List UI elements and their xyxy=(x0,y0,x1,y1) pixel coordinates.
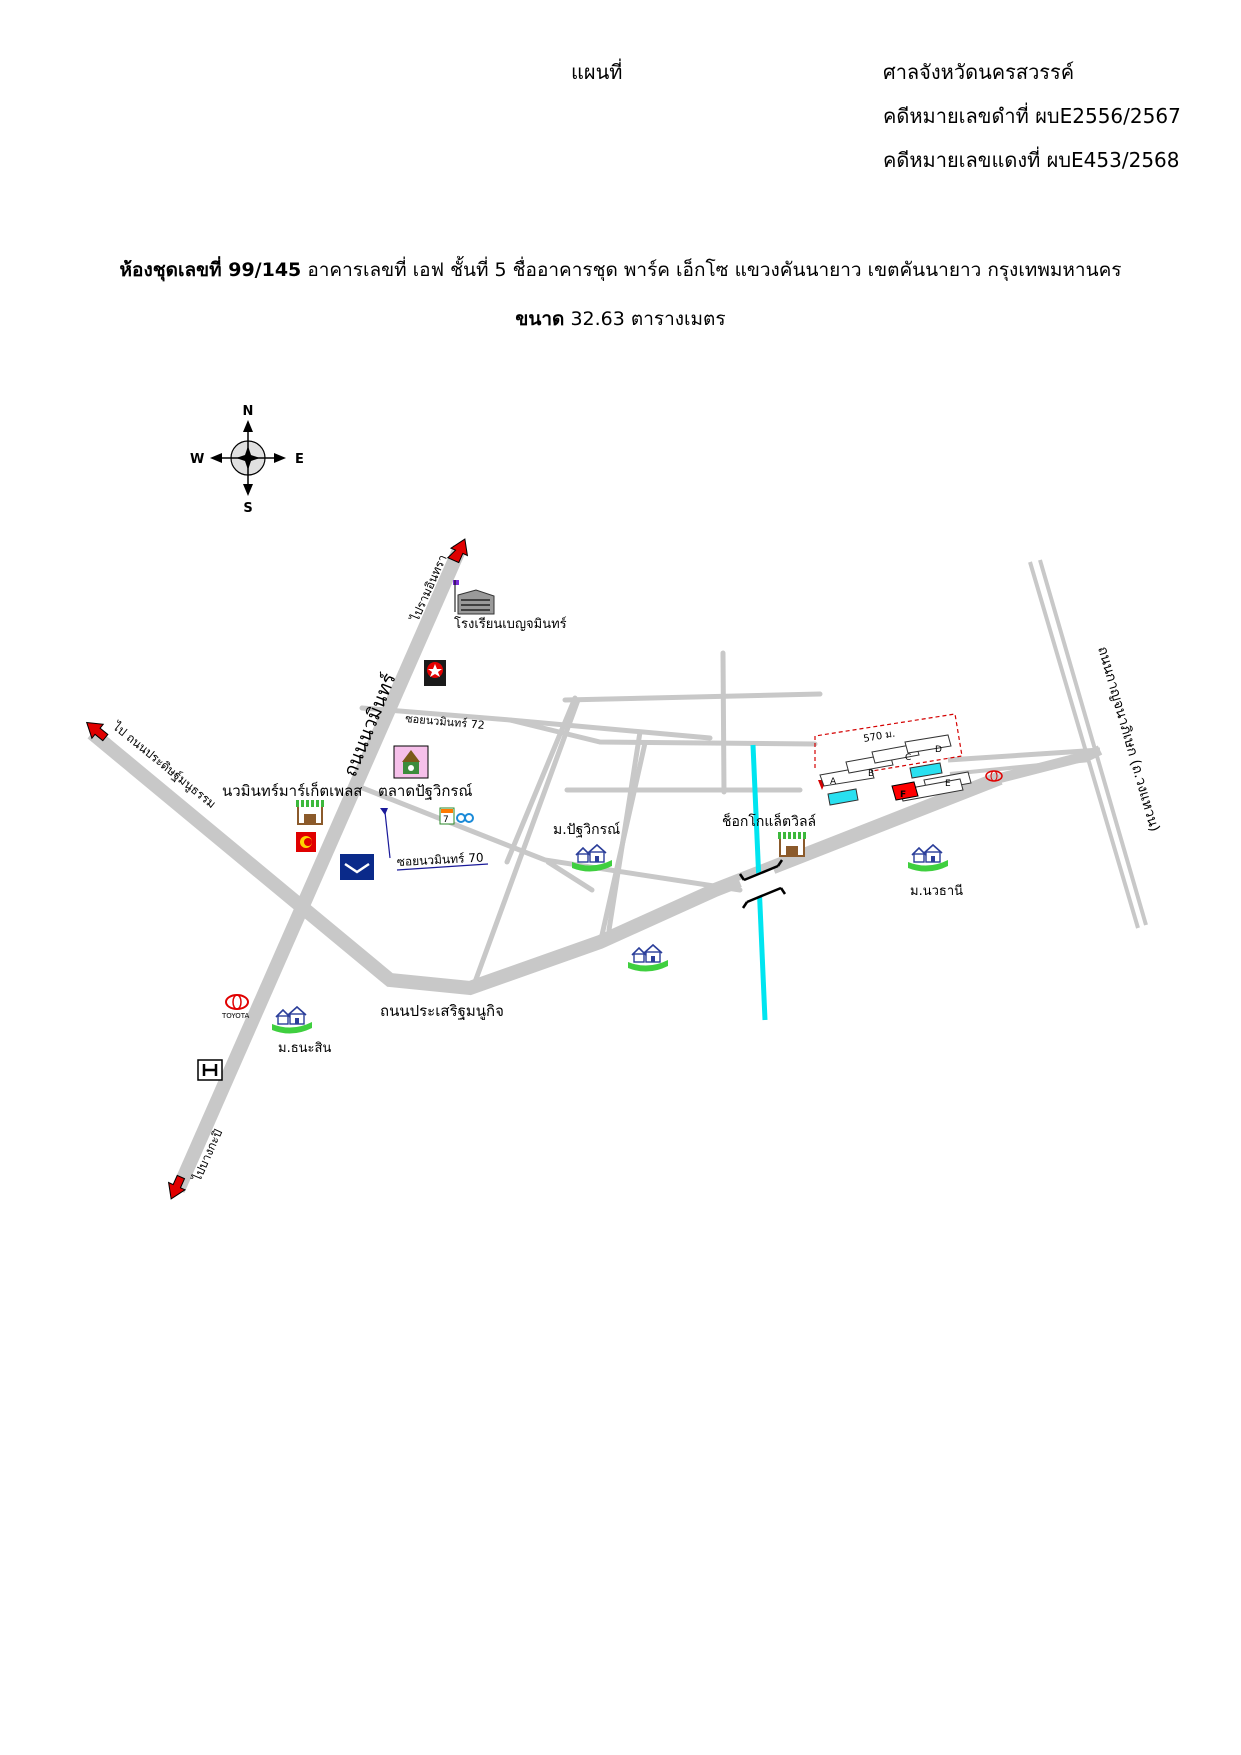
road-west-vertical xyxy=(472,697,581,985)
village-pathavi-icon xyxy=(571,844,613,873)
car-dealer-icon xyxy=(340,854,374,880)
village-nawathani-label: ม.นวธานี xyxy=(910,883,963,899)
red-case-number: คดีหมายเลขแดงที่ ผบE453/2568 xyxy=(883,148,1180,172)
svg-text:7: 7 xyxy=(443,815,449,825)
court-name: ศาลจังหวัดนครสวรรค์ xyxy=(883,60,1075,84)
unit-number: ห้องชุดเลขที่ 99/145 xyxy=(119,259,302,281)
arrow-west-icon xyxy=(85,721,109,742)
compass-n: N xyxy=(243,404,254,419)
unit-size: ขนาด 32.63 ตารางเมตร xyxy=(0,304,1241,334)
building-label-e: E xyxy=(945,779,951,789)
road-vertical-1 xyxy=(504,695,578,865)
soi-70-label: ซอยนวมินทร์ 70 xyxy=(396,850,484,869)
pool-1 xyxy=(827,788,859,806)
village-pathavi-label: ม.ปัฐวิกรณ์ xyxy=(553,821,620,838)
compass-w: W xyxy=(190,452,204,467)
village-dhanasin-icon xyxy=(271,1006,313,1035)
road-upper-east xyxy=(507,717,818,747)
arrow-south-icon xyxy=(167,1174,187,1200)
target-building-f xyxy=(891,781,919,801)
market-icon xyxy=(393,745,429,779)
building-d xyxy=(904,734,952,754)
toyota-east-icon xyxy=(985,770,1003,782)
compass-rose: N S E W xyxy=(190,404,304,516)
building-label-b: B xyxy=(868,769,874,779)
unit-description: ห้องชุดเลขที่ 99/145 อาคารเลขที่ เอฟ ชั้… xyxy=(0,255,1241,285)
road-soi-70 xyxy=(352,782,743,893)
nawamin-market-icon xyxy=(295,799,325,825)
school-label: โรงเรียนเบญจมินทร์ xyxy=(454,616,567,632)
village-unnamed-icon xyxy=(627,944,669,973)
village-nawathani-icon xyxy=(907,844,949,873)
chokchai-villa-label: ช็อกโกแล็ตวิลล์ xyxy=(722,812,816,830)
prasert-road-label: ถนนประเสริฐมนูกิจ xyxy=(380,1002,504,1020)
direction-arrows xyxy=(85,538,469,1200)
project-site: 570 ม. A B C D E F xyxy=(814,713,972,806)
market-nawamin-label: นวมินทร์มาร์เก็ตเพลส xyxy=(222,781,362,800)
toyota-icon: TOYOTA xyxy=(221,994,250,1020)
gas-station-icon xyxy=(424,660,446,686)
school-icon xyxy=(453,580,495,615)
central-store-icon xyxy=(296,832,316,852)
building-label-a: A xyxy=(830,777,837,787)
black-case-number: คดีหมายเลขดำที่ ผบE2556/2567 xyxy=(883,104,1181,128)
kanchana-road-label: ถนนกาญจนาภิเษก (ถ.วงแหวน) xyxy=(1094,645,1162,834)
chokchai-villa-icon xyxy=(777,831,807,857)
compass-e: E xyxy=(295,452,304,467)
pool-2 xyxy=(909,762,943,779)
road-short-top xyxy=(562,691,823,703)
minor-roads xyxy=(352,650,823,985)
seven-eleven-icon: 7 xyxy=(439,807,455,825)
svg-text:TOYOTA: TOYOTA xyxy=(221,1012,250,1020)
honda-icon xyxy=(197,1059,223,1081)
building-label-f: F xyxy=(900,790,906,800)
bridge-icon xyxy=(738,859,787,909)
arrow-north-icon xyxy=(446,538,469,564)
building-label-c: C xyxy=(905,753,911,763)
unit-detail: อาคารเลขที่ เอฟ ชั้นที่ 5 ชื่ออาคารชุด พ… xyxy=(307,259,1122,281)
building-label-d: D xyxy=(935,745,942,755)
bank-logo-icon xyxy=(456,813,474,823)
soi-70-callout: ซอยนวมินทร์ 70 xyxy=(380,808,489,871)
map-title: แผนที่ xyxy=(571,60,623,84)
compass-s: S xyxy=(243,501,252,516)
road-vertical-3b xyxy=(599,740,648,938)
market-pathavi-label: ตลาดปัฐวิกรณ์ xyxy=(378,782,472,800)
distance-label: 570 ม. xyxy=(863,729,896,745)
size-label: ขนาด xyxy=(515,308,565,330)
size-value: 32.63 ตารางเมตร xyxy=(570,308,726,330)
road-vertical-2 xyxy=(720,650,727,795)
road-nawamin xyxy=(171,545,467,1193)
road-soi-link xyxy=(545,859,595,893)
village-dhanasin-label: ม.ธนะสิน xyxy=(278,1041,331,1056)
